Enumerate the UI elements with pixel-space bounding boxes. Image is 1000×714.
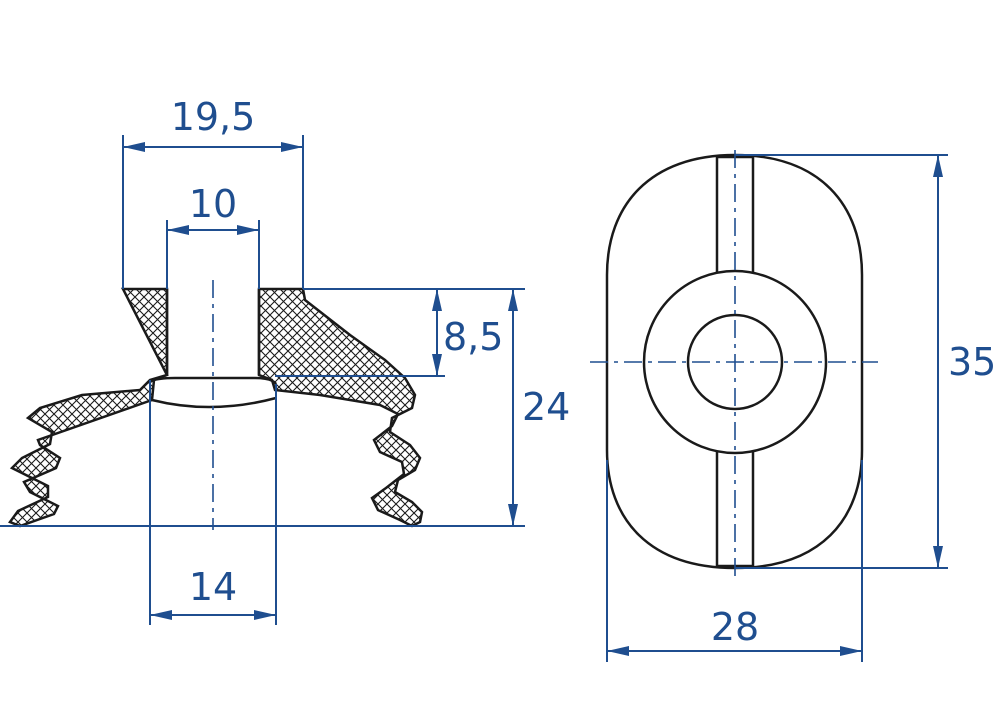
cup-section-left (8, 287, 169, 528)
top-view: 35 28 (590, 150, 996, 662)
cup-section-right (257, 287, 424, 528)
arrow-head (607, 646, 629, 656)
arrow-head (508, 504, 518, 526)
side-view: 19,5 10 8,5 24 14 (0, 95, 570, 625)
dim-label-total-height: 24 (522, 385, 570, 429)
arrow-head (123, 142, 145, 152)
arrow-head (281, 142, 303, 152)
dim-label-height: 35 (948, 340, 996, 384)
cavity-lip (149, 376, 278, 385)
arrow-head (167, 225, 189, 235)
arrow-head (933, 155, 943, 177)
arrow-head (150, 610, 172, 620)
dim-label-bore: 10 (189, 182, 237, 226)
dim-label-upper-height: 8,5 (443, 315, 503, 359)
arrow-head (254, 610, 276, 620)
arrow-head (840, 646, 862, 656)
arrow-head (432, 354, 442, 376)
dim-label-bottom-inner: 14 (189, 565, 237, 609)
arrow-head (508, 289, 518, 311)
arrow-head (432, 289, 442, 311)
cavity-lip-lower (151, 396, 277, 409)
dim-label-top-width: 19,5 (171, 95, 256, 139)
arrow-head (933, 546, 943, 568)
dim-label-width: 28 (711, 605, 759, 649)
arrow-head (237, 225, 259, 235)
